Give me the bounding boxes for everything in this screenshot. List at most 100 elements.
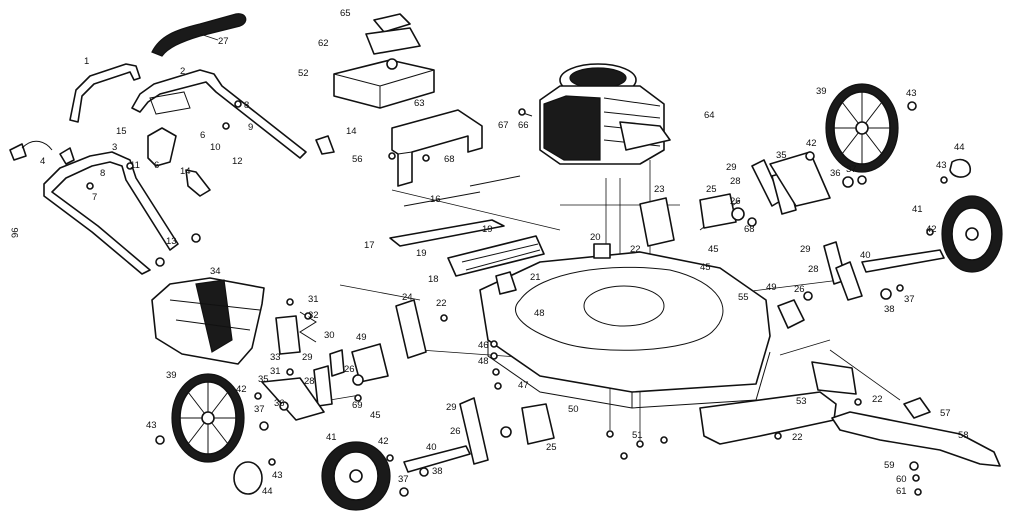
- part-label: 41: [912, 204, 923, 215]
- part-label: 20: [590, 232, 601, 243]
- part-label: 27: [218, 36, 229, 47]
- rear-rod-16b: [469, 175, 521, 187]
- air-filter-top: [333, 69, 435, 108]
- washer-37a: [857, 175, 867, 185]
- axle-nut-42c: [254, 392, 262, 400]
- part-label: 42: [926, 224, 937, 235]
- hub-cap-44a: [949, 158, 972, 178]
- bracket-bolt-56: [388, 152, 396, 160]
- part-label: 38: [884, 304, 895, 315]
- adjuster-35: [769, 151, 831, 207]
- bolt-69: [354, 394, 362, 402]
- part-label: 8: [244, 100, 249, 111]
- part-label: 3: [112, 142, 117, 153]
- rear-door-24: [395, 299, 427, 359]
- part-label: 31: [270, 366, 281, 377]
- bolt-51a: [606, 430, 614, 438]
- part-label: 21: [530, 272, 541, 283]
- rear-wheel-right: [825, 83, 899, 173]
- part-label: 9: [248, 122, 253, 133]
- part-label: 43: [906, 88, 917, 99]
- part-label: 29: [302, 352, 313, 363]
- part-label: 18: [428, 274, 439, 285]
- lever-28b: [835, 261, 863, 301]
- bolt-48a: [490, 352, 498, 360]
- hub-cap-43d: [268, 458, 276, 466]
- part-label: 6: [200, 130, 205, 141]
- part-label: 29: [726, 162, 737, 173]
- blade-washer-60: [912, 474, 920, 482]
- part-label: 43: [146, 420, 157, 431]
- control-bracket: [391, 109, 483, 187]
- part-label: 26: [344, 364, 355, 375]
- part-label: 37: [254, 404, 265, 415]
- bolt-47: [494, 382, 502, 390]
- bolt-48b: [492, 368, 500, 376]
- cutting-blade-58: [831, 411, 1001, 467]
- part-label: 30: [324, 330, 335, 341]
- cable-line: [21, 140, 53, 151]
- front-wheel-right: [941, 195, 1003, 273]
- bolt-51d: [620, 452, 628, 460]
- height-knob-26d: [500, 426, 512, 438]
- side-mark: 96: [10, 227, 21, 238]
- cable-clip-4: [59, 147, 75, 165]
- part-label: 55: [738, 292, 749, 303]
- lever-29c: [329, 349, 345, 377]
- bag-frame-33: [275, 315, 301, 355]
- bolt-51c: [660, 436, 668, 444]
- part-label: 23: [654, 184, 665, 195]
- height-plate-25: [699, 193, 737, 229]
- part-label: 35: [776, 150, 787, 161]
- part-label: 22: [436, 298, 447, 309]
- part-label: 1: [84, 56, 89, 67]
- part-label: 39: [166, 370, 177, 381]
- bag-handle-grip: [151, 13, 247, 57]
- part-label: 40: [426, 442, 437, 453]
- bag-pin-31b: [286, 368, 294, 376]
- height-knob-26b: [803, 291, 813, 301]
- part-label: 10: [210, 142, 221, 153]
- part-label: 26: [450, 426, 461, 437]
- air-cleaner-base: [365, 27, 421, 55]
- handle-knob-13b: [155, 257, 165, 267]
- hub-cap-44b: [233, 461, 263, 495]
- part-label: 16: [430, 194, 441, 205]
- hub-cap-43c: [155, 435, 165, 445]
- bag-bolt-32: [304, 312, 312, 320]
- part-label: 43: [936, 160, 947, 171]
- part-label: 22: [872, 394, 883, 405]
- part-label: 38: [432, 466, 443, 477]
- part-label: 26: [730, 196, 741, 207]
- axle-nut-42b: [926, 228, 934, 236]
- part-label: 42: [806, 138, 817, 149]
- part-label: 15: [116, 126, 127, 137]
- part-label: 37: [904, 294, 915, 305]
- part-label: 68: [444, 154, 455, 165]
- part-label: 17: [364, 240, 375, 251]
- part-label: 8: [100, 168, 105, 179]
- handle-bolt-11: [126, 162, 134, 170]
- part-label: 67: [498, 120, 509, 131]
- deck-tab-21: [495, 271, 517, 295]
- part-label: 49: [766, 282, 777, 293]
- part-label: 36: [274, 398, 285, 409]
- part-label: 36: [830, 168, 841, 179]
- engine-washer-67: [518, 108, 526, 116]
- part-label: 11: [130, 160, 140, 171]
- upper-handle-2: [131, 69, 307, 159]
- handle-bracket-14b: [315, 135, 335, 155]
- rear-rod-16: [403, 191, 481, 207]
- handle-bracket-15: [147, 127, 177, 167]
- height-bracket-23: [639, 197, 675, 247]
- filter-knob: [386, 58, 398, 70]
- part-label: 22: [792, 432, 803, 443]
- part-label: 47: [518, 380, 529, 391]
- rear-flap-17: [389, 219, 505, 247]
- part-label: 31: [308, 294, 319, 305]
- part-label: 65: [340, 8, 351, 19]
- washer-37b: [896, 284, 904, 292]
- axle-40b: [403, 445, 471, 473]
- part-label: 13: [166, 236, 177, 247]
- height-plate-25b: [521, 403, 555, 445]
